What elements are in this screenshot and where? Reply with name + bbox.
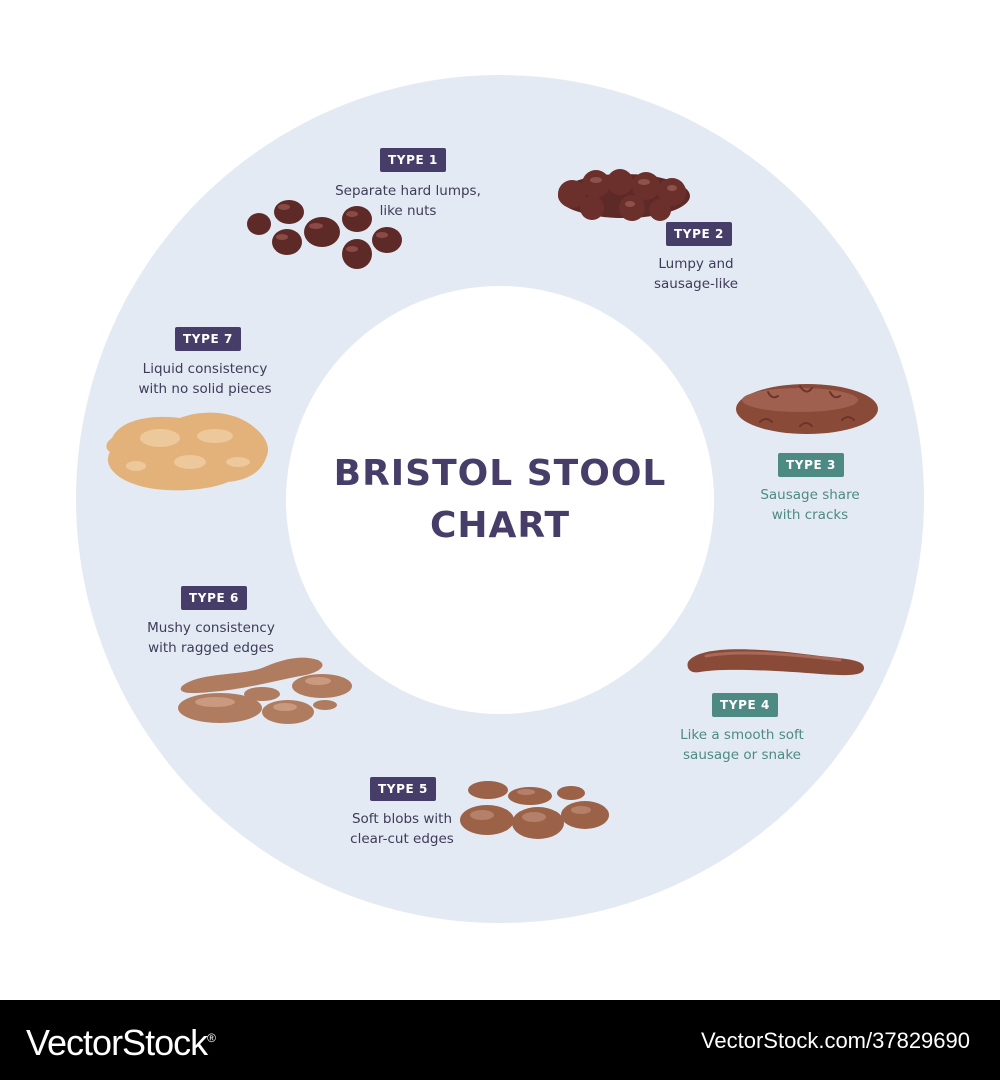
type-5-badge: TYPE 5: [370, 777, 436, 801]
type-4-illustration: [687, 649, 864, 676]
type-2-illustration: [558, 169, 690, 221]
chart-title-line-2: CHART: [429, 505, 571, 546]
type-3-illustration: [736, 384, 878, 434]
chart-center: [286, 286, 714, 714]
type-5-illustration: [460, 781, 609, 839]
stool-illustrations: [106, 169, 878, 839]
type-7-badge: TYPE 7: [175, 327, 241, 351]
type-3-badge: TYPE 3: [778, 453, 844, 477]
trademark-mark: ®: [207, 1031, 216, 1045]
type-5-desc-line-2: clear-cut edges: [350, 831, 454, 847]
type-7-desc-line-2: with no solid pieces: [138, 381, 272, 397]
type-4-desc-line-1: Like a smooth soft: [680, 727, 804, 743]
brand-name: VectorStock: [26, 1022, 208, 1063]
type-1-illustration: [247, 200, 402, 269]
chart-title: BRISTOL STOOL: [333, 453, 667, 494]
type-6-desc-line-2: with ragged edges: [148, 640, 274, 656]
type-2-desc-line-1: Lumpy and: [658, 256, 734, 272]
vectorstock-logo: VectorStock®: [26, 1016, 216, 1065]
chart-canvas: BRISTOL STOOL CHART TYPE 1 Separate hard…: [76, 75, 924, 923]
type-7-illustration: [106, 412, 269, 491]
type-6-badge: TYPE 6: [181, 586, 247, 610]
type-1-badge: TYPE 1: [380, 148, 446, 172]
type-3-desc-line-2: with cracks: [771, 507, 849, 523]
type-6-illustration: [178, 657, 352, 724]
type-3-desc-line-1: Sausage share: [760, 487, 860, 503]
type-1-desc-line-2: like nuts: [379, 203, 437, 219]
type-2-badge: TYPE 2: [666, 222, 732, 246]
type-1-desc-line-1: Separate hard lumps,: [335, 183, 481, 199]
type-6-desc-line-1: Mushy consistency: [147, 620, 275, 636]
type-7-desc-line-1: Liquid consistency: [142, 361, 268, 377]
image-credit: VectorStock.com/37829690: [700, 1028, 970, 1053]
type-5-desc-line-1: Soft blobs with: [351, 811, 453, 827]
watermark-footer: VectorStock® VectorStock.com/37829690: [0, 1000, 1000, 1080]
type-4-badge: TYPE 4: [712, 693, 778, 717]
type-2-desc-line-2: sausage-like: [653, 276, 739, 292]
type-4-desc-line-2: sausage or snake: [683, 747, 801, 763]
